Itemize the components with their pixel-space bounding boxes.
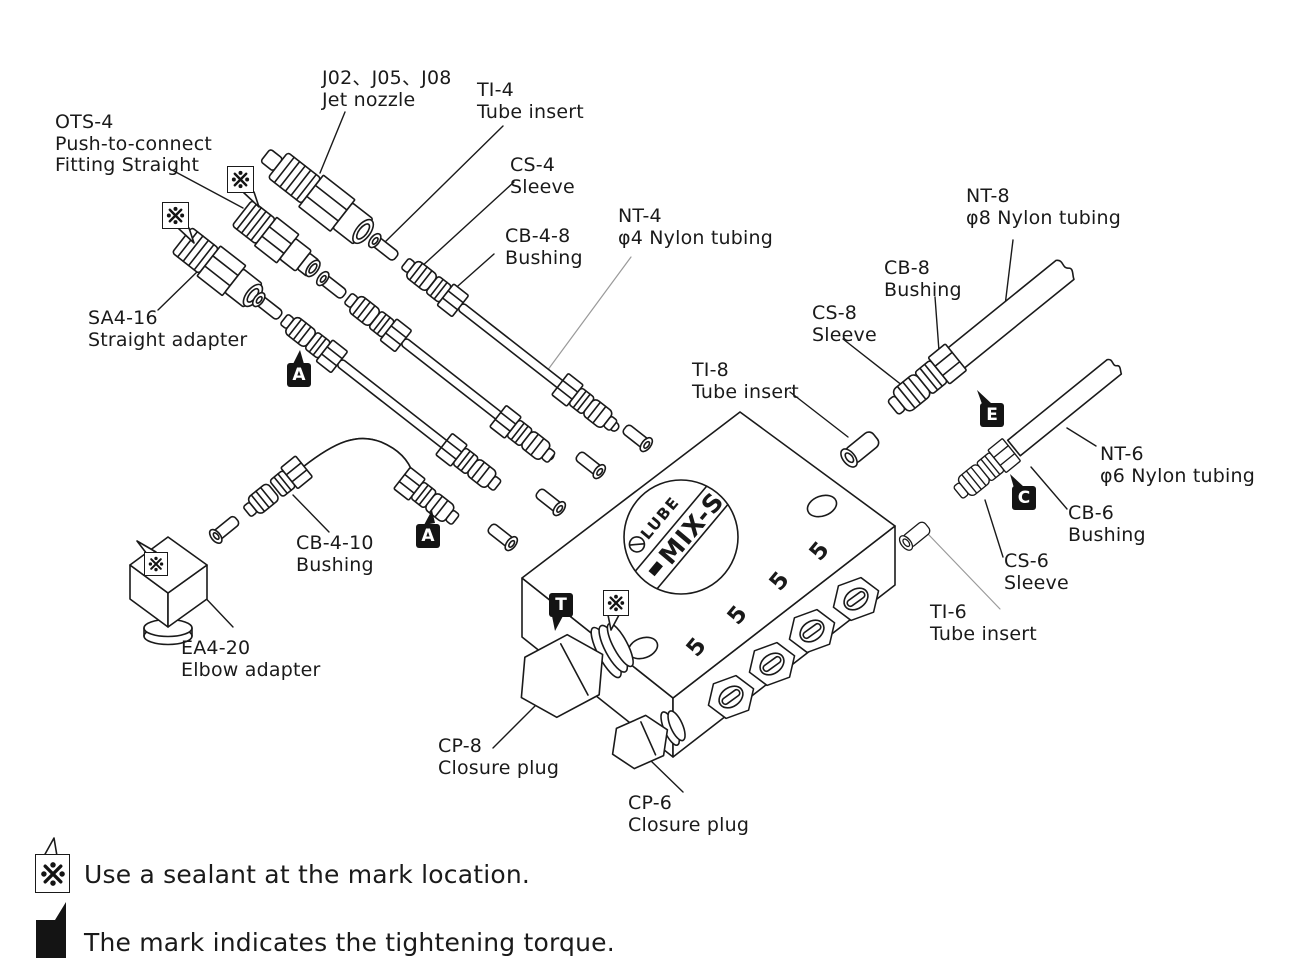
label-cb8: CB-8 Bushing	[884, 257, 962, 301]
label-cb48: CB-4-8 Bushing	[505, 225, 583, 269]
elbow-assembly	[129, 437, 521, 646]
label-cb6: CB-6 Bushing	[1068, 502, 1146, 546]
label-cb410: CB-4-10 Bushing	[296, 532, 374, 576]
label-cp6: CP-6 Closure plug	[628, 792, 750, 836]
sealant-mark-icon	[227, 166, 254, 193]
torque-mark-e: E	[980, 403, 1004, 427]
torque-mark-c: C	[1012, 486, 1036, 510]
label-ti8: TI-8 Tube insert	[692, 359, 799, 403]
label-cs6: CS-6 Sleeve	[1004, 550, 1069, 594]
label-nt6: NT-6 φ6 Nylon tubing	[1100, 443, 1256, 487]
label-nt4: NT-4 φ4 Nylon tubing	[618, 205, 774, 249]
nt6-assembly	[896, 358, 1123, 554]
torque-mark-t: T	[549, 593, 573, 617]
label-cp8: CP-8 Closure plug	[438, 735, 560, 779]
label-ti6: TI-6 Tube insert	[930, 601, 1037, 645]
legend-torque-text: The mark indicates the tightening torque…	[84, 928, 615, 957]
ea420-elbow-part	[129, 536, 208, 646]
sealant-mark-icon	[162, 202, 189, 229]
sealant-mark-icon	[144, 552, 168, 576]
sealant-mark-icon	[603, 590, 629, 616]
manifold-block: LUBE MIX-S 5 5 5 5	[520, 411, 896, 770]
label-ea420: EA4-20 Elbow adapter	[181, 637, 321, 681]
sa416-assembly	[169, 224, 569, 519]
legend-sealant-icon	[35, 854, 70, 893]
cp6-plug-part	[611, 710, 686, 770]
label-cs4: CS-4 Sleeve	[510, 154, 575, 198]
torque-mark-a: A	[416, 524, 440, 548]
nameplate: LUBE MIX-S	[623, 479, 739, 595]
leader-lines	[157, 111, 1097, 793]
torque-flag-icon	[36, 902, 66, 958]
label-ots4: OTS-4 Push-to-connect Fitting Straight	[55, 111, 212, 176]
mark-pointers	[36, 191, 1024, 958]
label-cs8: CS-8 Sleeve	[812, 302, 877, 346]
label-jet-nozzle: J02、J05、J08 Jet nozzle	[322, 67, 452, 111]
jet-nozzle-assembly	[252, 138, 656, 455]
legend-sealant-text: Use a sealant at the mark location.	[84, 860, 531, 889]
label-ti4: TI-4 Tube insert	[477, 79, 584, 123]
ots4-assembly	[230, 198, 609, 482]
label-nt8: NT-8 φ8 Nylon tubing	[966, 185, 1122, 229]
label-sa416: SA4-16 Straight adapter	[88, 307, 248, 351]
torque-mark-a: A	[287, 363, 311, 387]
cp8-plug-part	[520, 622, 634, 719]
nt8-assembly	[836, 259, 1075, 471]
